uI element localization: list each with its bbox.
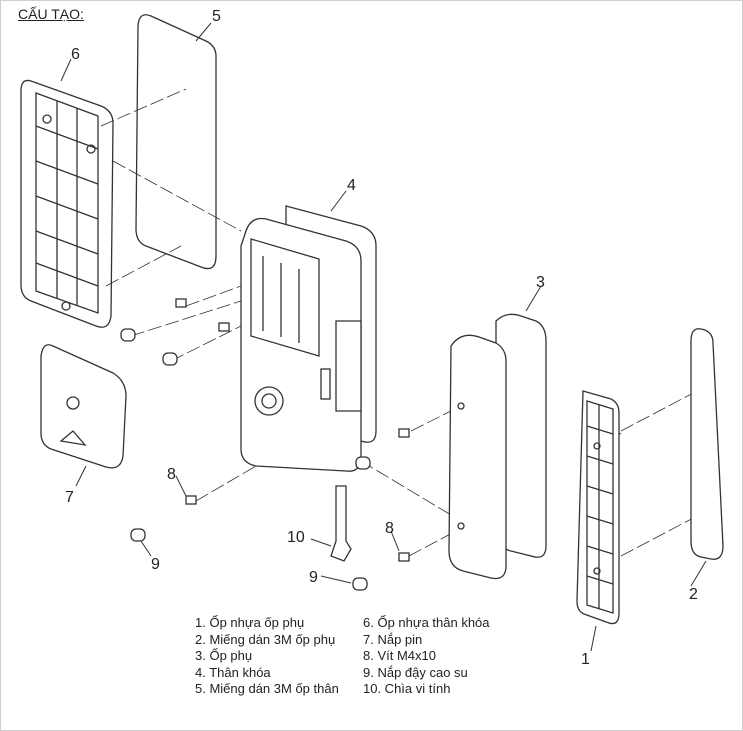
lock-body	[240, 205, 377, 472]
legend-right: 6. Ốp nhựa thân khóa 7. Nắp pin 8. Vít M…	[363, 615, 490, 698]
callout-9b: 9	[309, 569, 318, 586]
aux-cover	[448, 313, 547, 580]
legend-item: 5. Miếng dán 3M ốp thân	[195, 681, 339, 696]
battery-cover	[40, 344, 127, 469]
screws-and-caps	[120, 298, 410, 591]
callout-8b: 8	[385, 520, 394, 537]
callout-3: 3	[536, 274, 545, 291]
callout-5: 5	[212, 8, 221, 25]
callout-4: 4	[347, 177, 356, 194]
guide-lines	[100, 88, 717, 557]
callout-1: 1	[581, 651, 590, 668]
callout-10: 10	[287, 529, 305, 546]
leader-lines	[60, 22, 707, 652]
legend-item: 8. Vít M4x10	[363, 648, 436, 663]
callout-2: 2	[689, 586, 698, 603]
legend-item: 10. Chìa vi tính	[363, 681, 451, 696]
sticker-main-body	[135, 14, 217, 270]
sticker-aux	[690, 328, 724, 560]
callout-6: 6	[71, 46, 80, 63]
plastic-cover-body	[20, 79, 114, 328]
callout-9a: 9	[151, 556, 160, 573]
legend-item: 1. Ốp nhựa ốp phụ	[195, 615, 305, 630]
legend-left: 1. Ốp nhựa ốp phụ 2. Miếng dán 3M ốp phụ…	[195, 615, 339, 698]
diagram-title: CẤU TẠO:	[18, 6, 84, 22]
callout-8a: 8	[167, 466, 176, 483]
legend-item: 4. Thân khóa	[195, 664, 271, 680]
computer-key	[330, 485, 352, 562]
legend-item: 6. Ốp nhựa thân khóa	[363, 615, 490, 630]
legend-item: 3. Ốp phụ	[195, 648, 253, 663]
legend-item: 2. Miếng dán 3M ốp phụ	[195, 631, 336, 647]
legend-item: 9. Nắp đậy cao su	[363, 664, 468, 680]
aux-plastic-cover	[576, 390, 620, 625]
legend-item: 7. Nắp pin	[363, 631, 423, 647]
callout-7: 7	[65, 489, 74, 506]
